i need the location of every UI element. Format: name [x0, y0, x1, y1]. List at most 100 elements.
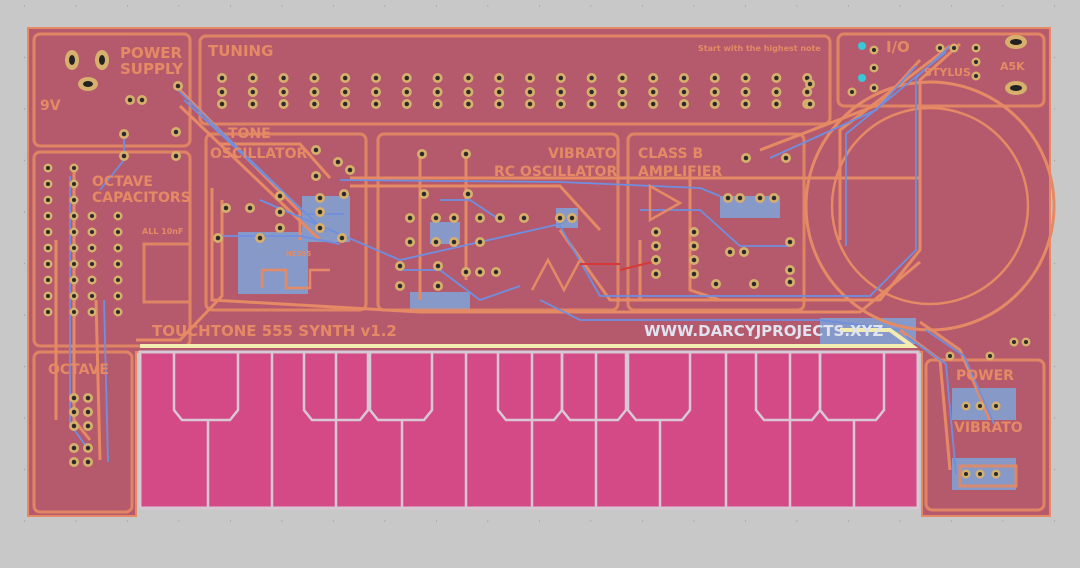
pad-hole	[89, 261, 95, 267]
pad-hole	[804, 75, 810, 81]
pad-hole	[71, 409, 77, 415]
pad-hole	[871, 47, 877, 53]
pad-hole	[973, 45, 979, 51]
pad-hole	[250, 101, 256, 107]
pad-hole	[277, 193, 283, 199]
label-all-10nf: ALL 10nF	[142, 227, 183, 236]
pad-hole	[71, 261, 77, 267]
pad-hole	[774, 75, 779, 81]
pad-hole	[783, 155, 789, 161]
pad-hole	[463, 269, 469, 275]
pad-hole	[71, 181, 77, 187]
pad-hole	[653, 229, 659, 235]
pad-hole	[435, 283, 441, 289]
pad-hole	[743, 89, 748, 95]
pad-hole	[85, 445, 91, 451]
pad-hole	[317, 195, 323, 201]
pad-hole	[681, 75, 687, 81]
pad-hole	[85, 423, 91, 429]
pad-hole	[589, 75, 594, 81]
label-power-supply: POWER	[120, 44, 183, 62]
pad-hole	[466, 75, 471, 81]
label-power-supply-2: SUPPLY	[120, 60, 184, 78]
label-tone-oscillator: TONE	[228, 126, 271, 142]
pad-hole	[71, 197, 77, 203]
pad-hole	[115, 277, 121, 283]
label-octave-capacitors-2: CAPACITORS	[92, 190, 191, 206]
pad-hole	[277, 209, 283, 215]
pad-hole	[527, 75, 533, 81]
pad-hole	[681, 101, 687, 107]
label-rc-oscillator: RC OSCILLATOR	[494, 164, 617, 180]
pad-hole	[713, 281, 719, 287]
pad-hole	[45, 245, 51, 251]
pad-hole	[341, 191, 347, 197]
pad-hole	[121, 131, 127, 137]
pad-hole	[71, 245, 77, 251]
black-key-pad	[818, 352, 886, 422]
label-vibrato: VIBRATO	[548, 146, 617, 162]
pad-hole	[89, 229, 95, 235]
pad-hole	[404, 89, 410, 95]
pad-hole	[173, 153, 179, 159]
pad-hole	[973, 59, 979, 65]
pad-hole	[741, 249, 747, 255]
keyboard-pads	[138, 350, 920, 510]
pad-hole	[774, 89, 779, 95]
waveform-symbols	[260, 183, 683, 293]
pad-hole	[466, 101, 471, 107]
pad-hole	[89, 309, 95, 315]
pad-hole	[435, 89, 440, 95]
pad-hole	[496, 75, 502, 81]
pad-hole	[650, 75, 656, 81]
pad-hole	[127, 97, 133, 103]
connector-pads	[65, 35, 1027, 95]
pad-hole	[691, 229, 697, 235]
board-title: TOUCHTONE 555 SYNTH v1.2	[152, 322, 397, 340]
pad-hole	[257, 235, 263, 241]
pad-hole	[589, 101, 594, 107]
pad-hole	[45, 197, 51, 203]
label-power: POWER	[956, 368, 1014, 384]
pad-hole	[787, 267, 793, 273]
pad-hole	[871, 85, 877, 91]
pad-hole	[787, 239, 793, 245]
pad-hole	[85, 459, 91, 465]
pad-hole	[71, 229, 77, 235]
pad-hole	[691, 271, 697, 277]
pad-hole	[951, 45, 957, 51]
label-a5k: A5K	[1000, 60, 1025, 73]
pad-hole	[115, 261, 121, 267]
pad-hole	[1023, 339, 1029, 345]
pad-hole	[993, 471, 999, 477]
pad-hole	[681, 89, 687, 95]
pad-hole	[347, 167, 353, 173]
board-outline	[27, 27, 1051, 517]
label-9v: 9V	[40, 98, 61, 114]
pad-hole	[807, 101, 813, 107]
pad-hole	[71, 459, 77, 465]
pad-hole	[281, 101, 286, 107]
pad-hole	[121, 153, 127, 159]
pad-hole	[804, 89, 810, 95]
pad-hole	[71, 165, 77, 171]
pad-hole	[620, 101, 625, 107]
pad-hole	[712, 75, 718, 81]
keyboard-edge-highlight	[140, 328, 919, 348]
pad-hole	[71, 395, 77, 401]
pad-hole	[312, 101, 317, 107]
pad-hole	[558, 101, 564, 107]
pad-hole	[247, 205, 253, 211]
label-io: I/O	[886, 38, 910, 56]
pad-hole	[973, 73, 979, 79]
pad-hole	[397, 263, 403, 269]
label-vibrato-switch: VIBRATO	[954, 420, 1023, 436]
pad-hole	[219, 89, 225, 95]
pad-hole	[751, 281, 757, 287]
pad-hole	[650, 101, 656, 107]
pad-hole	[115, 213, 121, 219]
pad-hole	[433, 239, 439, 245]
label-stylus: STYLUS	[924, 66, 971, 79]
pad-hole	[435, 263, 441, 269]
